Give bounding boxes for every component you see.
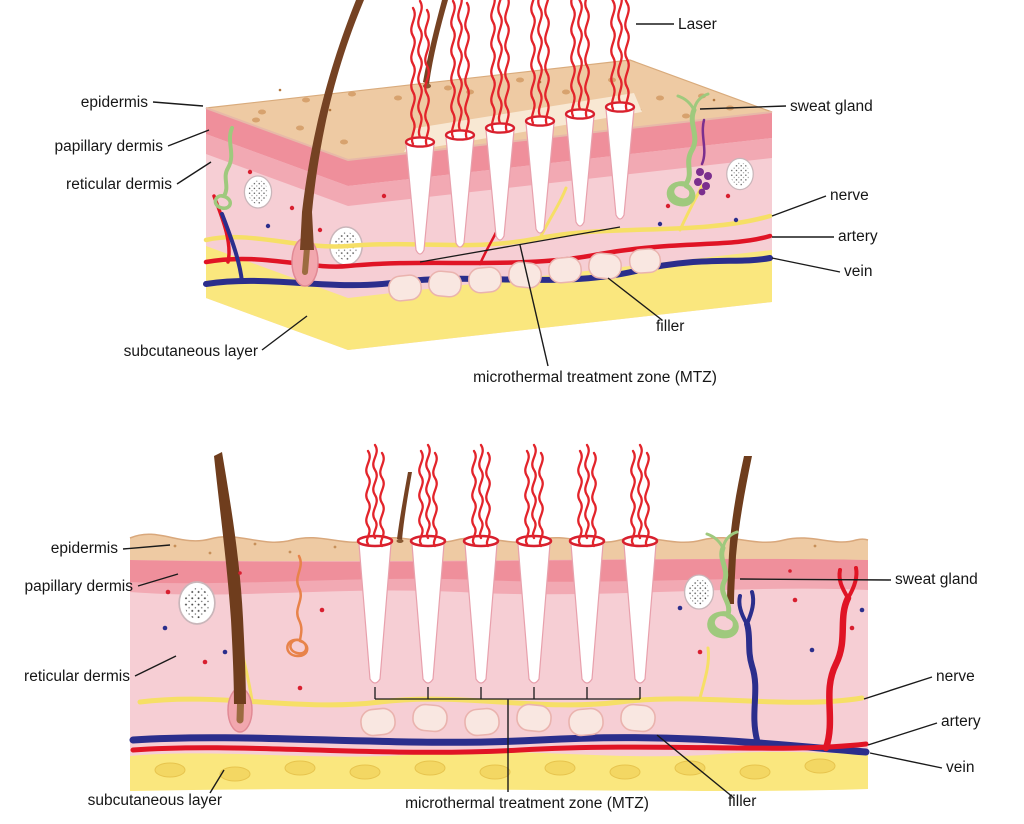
vein-bottom <box>129 590 870 756</box>
panel-perspective: Laser epidermis papillary dermis reticul… <box>54 0 878 386</box>
leader-reticular-bottom <box>134 655 177 677</box>
leader-filler-top <box>607 277 663 321</box>
label-artery-top: artery <box>838 228 878 245</box>
label-mtz-top: microthermal treatment zone (MTZ) <box>473 369 717 386</box>
hair-follicle <box>291 0 448 287</box>
leader-subcutaneous-bottom <box>209 769 225 794</box>
sweat-gland-bottom <box>705 530 739 639</box>
leader-artery-bottom <box>867 722 938 746</box>
leader-nerve-bottom <box>863 676 933 700</box>
mtz-bracket <box>419 226 621 263</box>
hairs-bottom <box>214 452 752 733</box>
sweat-gland <box>666 92 710 207</box>
label-reticular-dermis-bottom: reticular dermis <box>24 668 130 685</box>
leader-papillary-top <box>167 129 210 147</box>
label-sweat-gland-bottom: sweat gland <box>895 571 978 588</box>
annotation-lines-bottom <box>122 544 943 799</box>
label-vein-top: vein <box>844 263 872 280</box>
sweat-gland-left <box>213 126 234 210</box>
leader-sweat-gland-bottom <box>739 578 892 581</box>
label-epidermis-top: epidermis <box>81 94 148 111</box>
label-mtz-bottom: microthermal treatment zone (MTZ) <box>405 795 649 812</box>
leader-subcutaneous-top <box>261 315 308 351</box>
label-epidermis-bottom: epidermis <box>51 540 118 557</box>
label-artery-bottom: artery <box>941 713 981 730</box>
capillary-dots <box>247 169 739 233</box>
label-papillary-dermis-bottom: papillary dermis <box>24 578 133 595</box>
leader-nerve-top <box>771 195 827 217</box>
label-nerve-bottom: nerve <box>936 668 975 685</box>
labels-bottom: epidermis papillary dermis reticular der… <box>24 540 981 812</box>
hair-shaft-left <box>214 452 246 704</box>
label-subcutaneous-top: subcutaneous layer <box>124 343 258 360</box>
hair-shaft-right <box>727 456 752 604</box>
label-sweat-gland-top: sweat gland <box>790 98 873 115</box>
label-subcutaneous-bottom: subcutaneous layer <box>88 792 222 809</box>
leader-epidermis-top <box>152 101 204 107</box>
label-laser: Laser <box>678 16 717 33</box>
label-nerve-top: nerve <box>830 187 869 204</box>
label-filler-bottom: filler <box>728 793 756 810</box>
labels-top: Laser epidermis papillary dermis reticul… <box>54 16 877 386</box>
leader-mtz-top <box>519 244 549 367</box>
leader-epidermis-bottom <box>122 544 171 550</box>
artery-bottom <box>130 566 869 755</box>
label-filler-top: filler <box>656 318 684 335</box>
leader-vein-top <box>771 257 841 273</box>
laser-beams-bottom <box>366 445 648 546</box>
leader-filler-bottom <box>656 734 735 799</box>
small-hair-mid <box>397 472 412 540</box>
label-papillary-dermis-top: papillary dermis <box>54 138 163 155</box>
small-hair <box>423 0 448 84</box>
hair-shaft <box>300 0 364 250</box>
label-reticular-dermis-top: reticular dermis <box>66 176 172 193</box>
gland-purple <box>694 118 712 196</box>
annotation-lines <box>152 23 841 367</box>
coiled-duct <box>286 554 309 658</box>
panel-cross-section: epidermis papillary dermis reticular der… <box>24 445 981 812</box>
leader-reticular-top <box>176 161 212 185</box>
leader-papillary-bottom <box>137 573 179 587</box>
leader-sweat-gland-top <box>699 105 787 110</box>
capillary-dots-bottom <box>162 569 865 691</box>
leader-vein-bottom <box>869 752 943 769</box>
label-vein-bottom: vein <box>946 759 974 776</box>
